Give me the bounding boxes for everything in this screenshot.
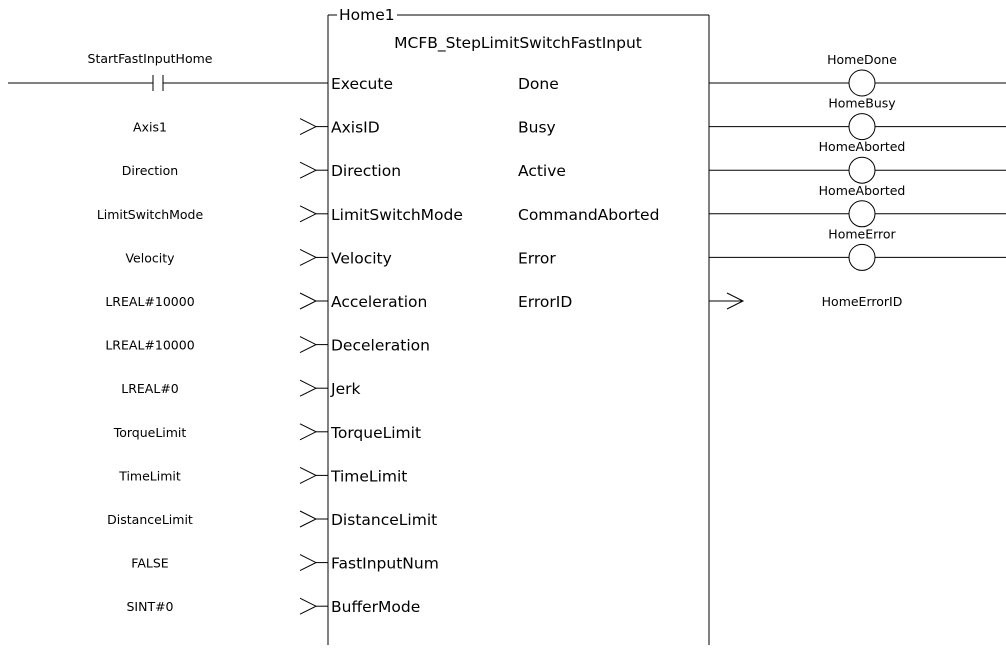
- output-pin-label: CommandAborted: [518, 206, 659, 224]
- input-pin-label: Jerk: [330, 380, 360, 398]
- function-block[interactable]: Home1 MCFB_StepLimitSwitchFastInput: [327, 6, 710, 645]
- input-source-label: SINT#0: [126, 599, 173, 614]
- input-source-label: Velocity: [125, 250, 175, 265]
- input-pin-deceleration[interactable]: LREAL#10000 Deceleration: [105, 336, 430, 355]
- input-pin-buffermode[interactable]: SINT#0 BufferMode: [126, 597, 420, 616]
- coil-icon: [848, 156, 876, 184]
- output-pin-label: Busy: [518, 119, 556, 137]
- input-pin-label: Execute: [331, 75, 393, 93]
- output-pin-label: ErrorID: [518, 293, 572, 311]
- connector-arrow-icon: [299, 205, 318, 223]
- connector-arrow-icon: [299, 336, 318, 354]
- connector-arrow-icon: [299, 554, 318, 572]
- coil-icon: [848, 69, 876, 97]
- coil-label: HomeAborted: [819, 139, 906, 154]
- input-pin-label: BufferMode: [331, 598, 420, 616]
- connector-arrow-icon: [299, 292, 318, 310]
- output-pin-done[interactable]: Done HomeDone: [518, 52, 1006, 97]
- output-pin-active[interactable]: Active HomeAborted: [518, 139, 1006, 184]
- input-source-label: LREAL#0: [121, 381, 179, 396]
- coil-icon: [848, 113, 876, 141]
- input-source-label: LREAL#10000: [105, 338, 194, 353]
- input-source-label: DistanceLimit: [107, 512, 193, 527]
- input-pin-fastinputnum[interactable]: FALSE FastInputNum: [131, 554, 439, 573]
- input-pin-axisid[interactable]: Axis1 AxisID: [133, 118, 380, 137]
- coil-label: HomeBusy: [828, 96, 896, 111]
- coil-icon: [848, 243, 876, 271]
- coil-icon: [848, 200, 876, 228]
- input-source-label: Direction: [122, 163, 178, 178]
- input-pin-label: Deceleration: [331, 337, 430, 355]
- coil-label: HomeDone: [827, 52, 897, 67]
- input-pin-jerk[interactable]: LREAL#0 Jerk: [121, 379, 360, 398]
- connector-arrow-icon: [299, 379, 318, 397]
- output-pin-label: Active: [518, 162, 566, 180]
- input-pin-velocity[interactable]: Velocity Velocity: [125, 248, 392, 267]
- input-source-label: TorqueLimit: [113, 425, 187, 440]
- connector-arrow-icon: [299, 161, 318, 179]
- coil-label: HomeAborted: [819, 183, 906, 198]
- input-source-label: FALSE: [131, 556, 168, 571]
- output-pins: DoneHomeDoneBusyHomeBusyActiveHomeAborte…: [518, 52, 1006, 311]
- output-pin-commandaborted[interactable]: CommandAborted HomeAborted: [518, 183, 1006, 228]
- input-source-label: LimitSwitchMode: [97, 207, 204, 222]
- connector-arrow-icon: [299, 248, 318, 266]
- output-pin-label: Error: [518, 249, 556, 267]
- input-pin-label: Direction: [331, 162, 401, 180]
- input-source-label: LREAL#10000: [105, 294, 194, 309]
- output-target-label: HomeErrorID: [822, 294, 903, 309]
- coil-label: HomeError: [828, 226, 896, 241]
- connector-arrow-icon: [299, 118, 318, 136]
- input-pin-timelimit[interactable]: TimeLimit TimeLimit: [118, 466, 407, 485]
- output-pin-error[interactable]: Error HomeError: [518, 226, 1006, 271]
- input-pin-torquelimit[interactable]: TorqueLimit TorqueLimit: [113, 423, 421, 442]
- block-instance-name: Home1: [339, 6, 395, 24]
- input-pin-acceleration[interactable]: LREAL#10000 Acceleration: [105, 292, 427, 311]
- output-pin-errorid[interactable]: ErrorID HomeErrorID: [518, 292, 903, 311]
- connector-arrow-icon: [299, 466, 318, 484]
- input-pin-label: DistanceLimit: [331, 511, 437, 529]
- input-pin-label: Velocity: [331, 249, 392, 267]
- input-pin-distancelimit[interactable]: DistanceLimit DistanceLimit: [107, 510, 437, 529]
- input-pin-label: TimeLimit: [330, 467, 407, 485]
- input-pin-direction[interactable]: Direction Direction: [122, 161, 401, 180]
- contact-label: StartFastInputHome: [88, 51, 213, 66]
- input-pin-label: Acceleration: [331, 293, 427, 311]
- input-pin-label: LimitSwitchMode: [331, 206, 463, 224]
- block-type-name: MCFB_StepLimitSwitchFastInput: [394, 34, 642, 53]
- connector-arrow-icon: [299, 423, 318, 441]
- connector-arrow-icon: [299, 510, 318, 528]
- input-pin-label: TorqueLimit: [330, 424, 421, 442]
- input-source-label: TimeLimit: [118, 468, 181, 483]
- input-pin-label: AxisID: [331, 119, 380, 137]
- output-pin-label: Done: [518, 75, 559, 93]
- input-source-label: Axis1: [133, 120, 167, 135]
- input-pin-label: FastInputNum: [331, 555, 439, 573]
- input-pin-limitswitchmode[interactable]: LimitSwitchMode LimitSwitchMode: [97, 205, 463, 224]
- output-pin-busy[interactable]: Busy HomeBusy: [518, 96, 1006, 141]
- connector-arrow-icon: [299, 597, 318, 615]
